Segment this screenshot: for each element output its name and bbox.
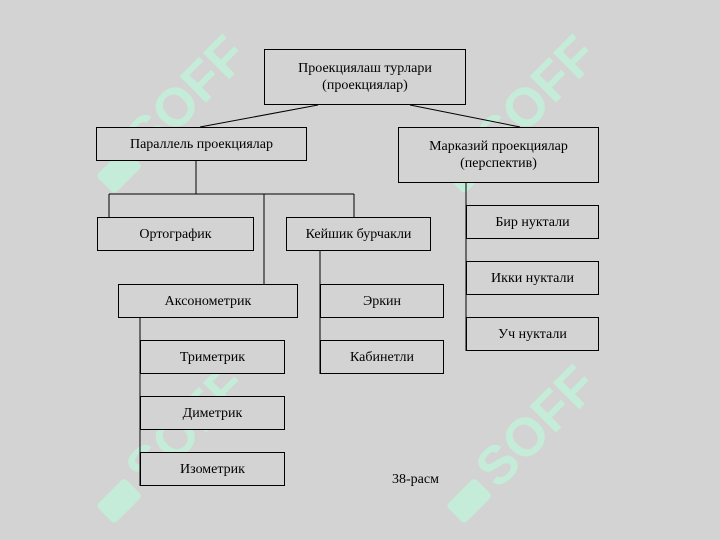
node-two-point: Икки нуктали — [466, 261, 599, 295]
node-isometric: Изометрик — [140, 452, 285, 486]
node-orthographic: Ортографик — [97, 217, 254, 251]
node-dimetric: Диметрик — [140, 396, 285, 430]
node-oblique: Кейшик бурчакли — [286, 217, 431, 251]
node-erkin: Эркин — [320, 284, 444, 318]
node-axonometric: Аксонометрик — [118, 284, 298, 318]
edge-root-parallel — [199, 104, 319, 128]
figure-caption: 38-расм — [392, 472, 439, 487]
node-trimetric: Триметрик — [140, 340, 285, 374]
node-parallel: Параллель проекциялар — [96, 127, 307, 161]
node-one-point: Бир нуктали — [466, 205, 599, 239]
node-root: Проекциялаш турлари (проекциялар) — [264, 49, 466, 105]
node-central: Марказий проекциялар (перспектив) — [398, 127, 599, 183]
node-three-point: Уч нуктали — [466, 317, 599, 351]
node-cabinet: Кабинетли — [320, 340, 444, 374]
edge-root-central — [409, 104, 521, 128]
